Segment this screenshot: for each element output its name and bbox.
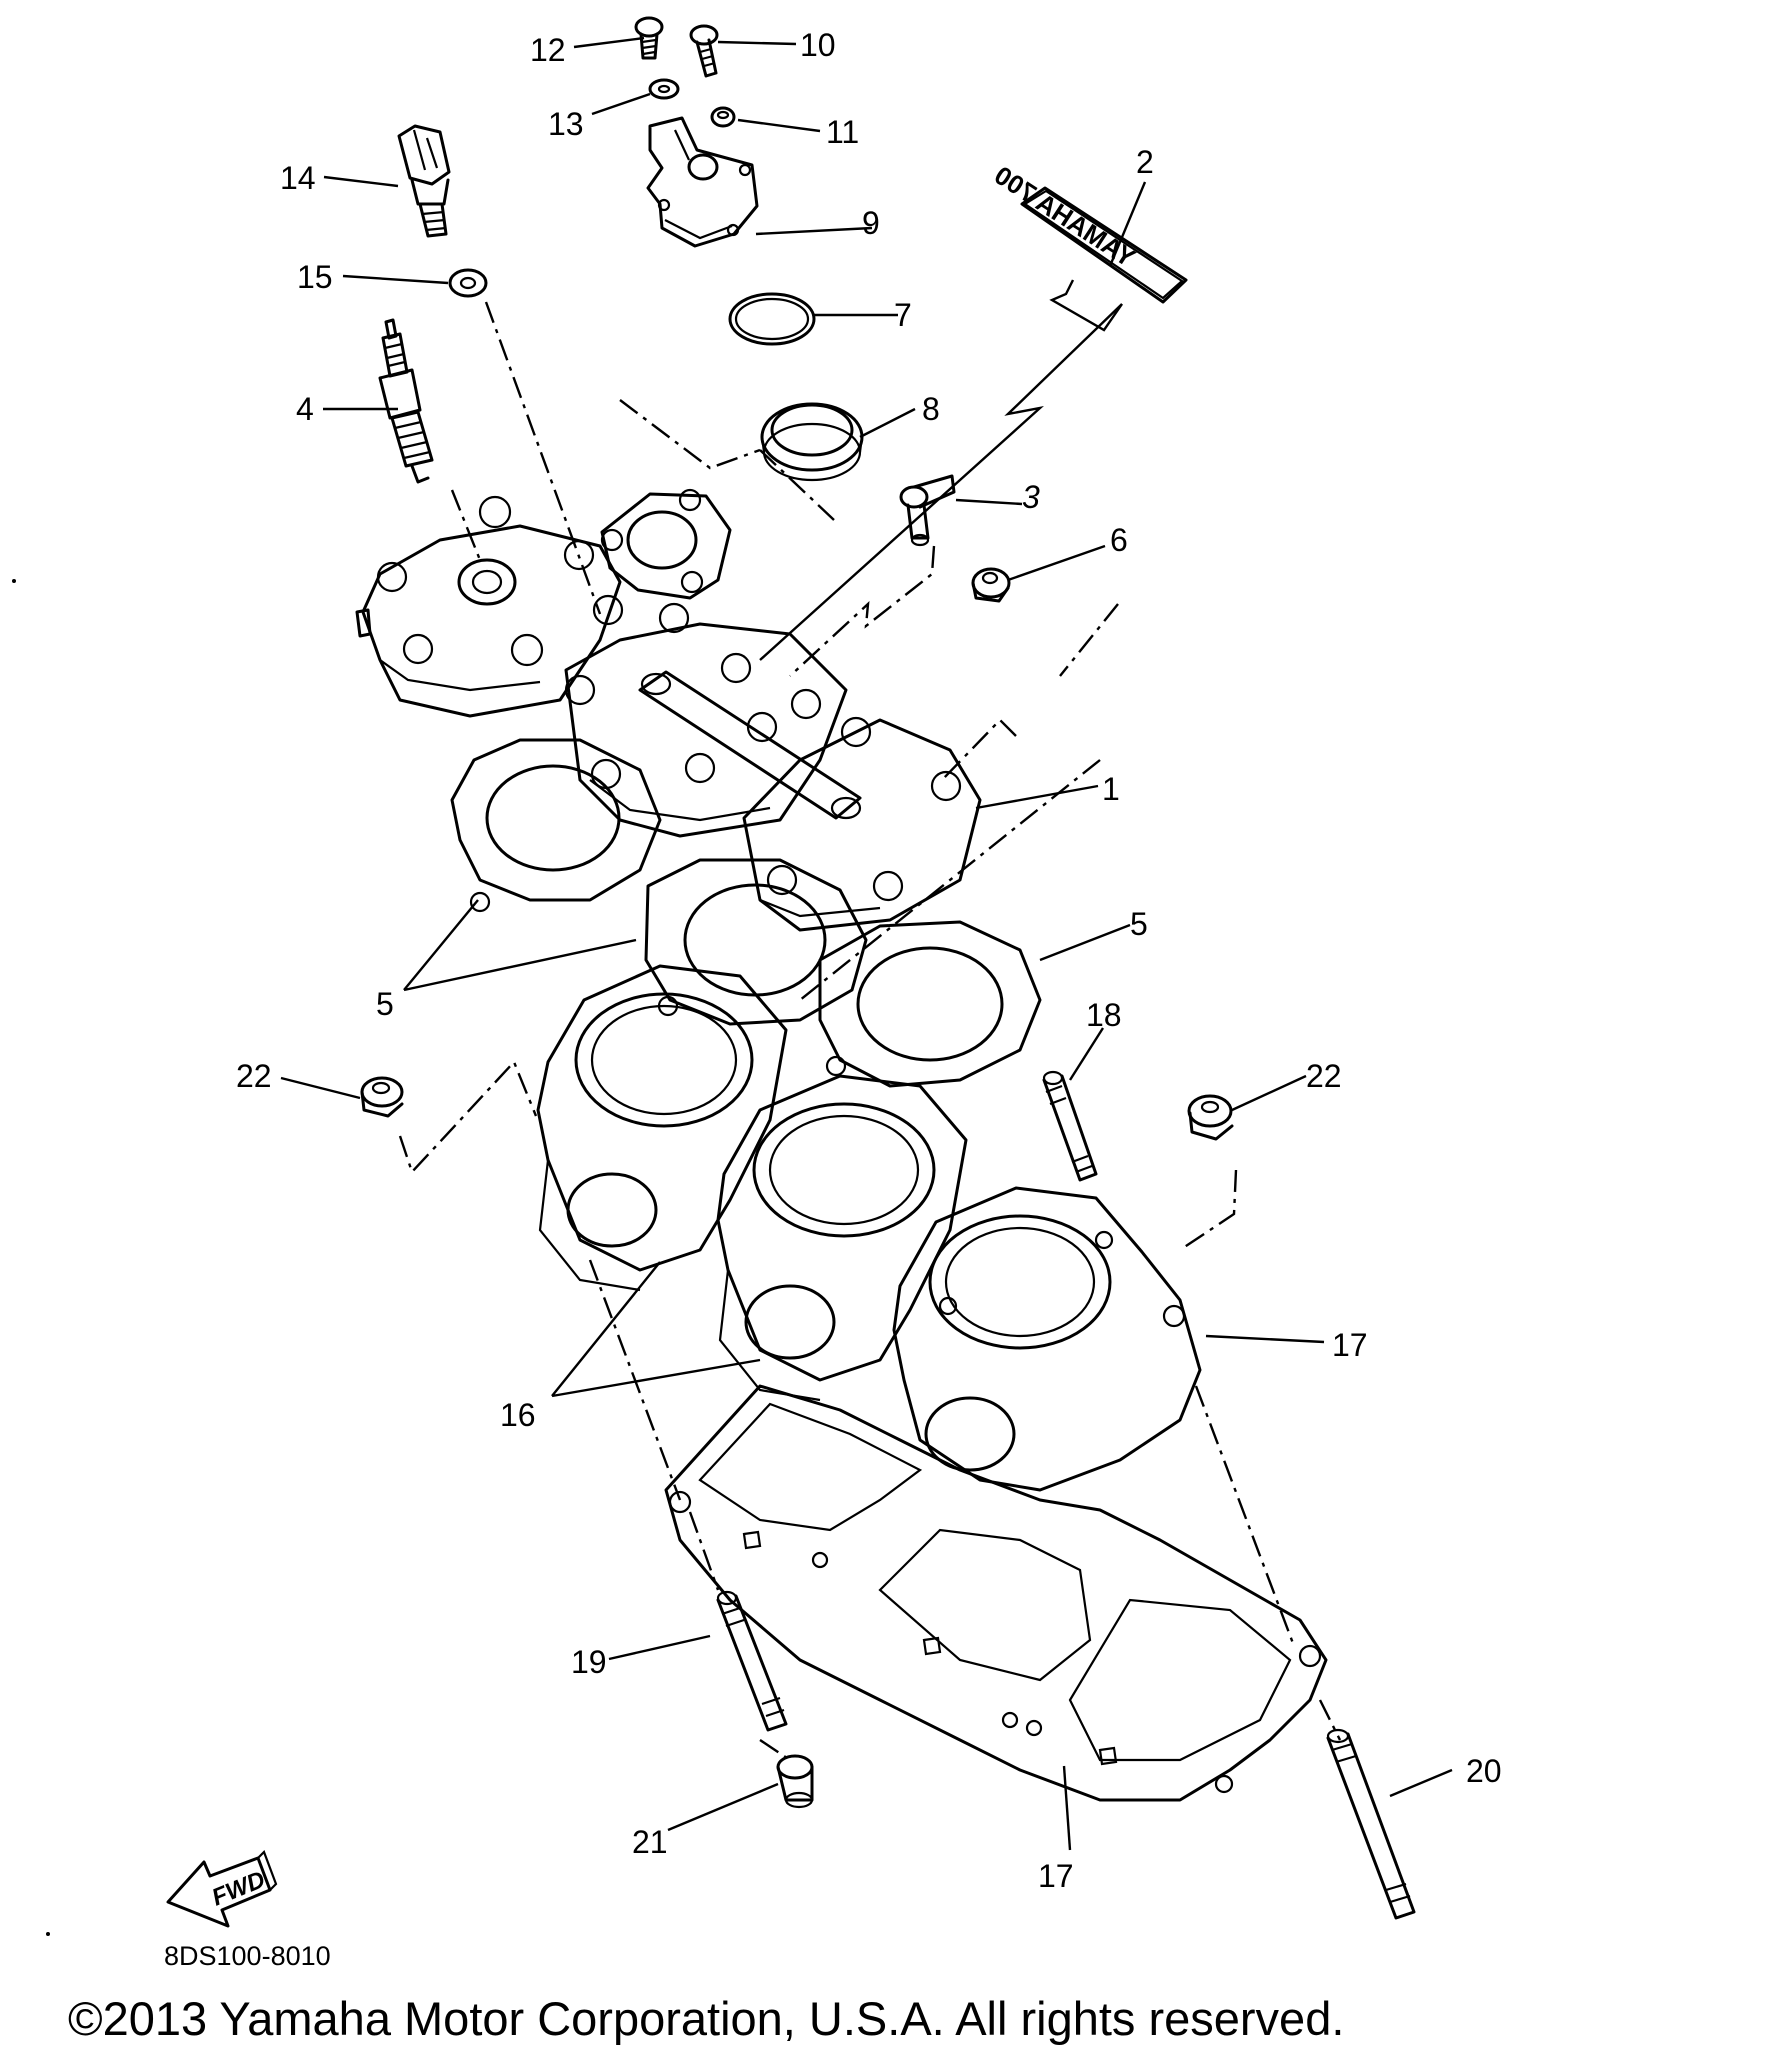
callout-7: 7	[894, 297, 912, 333]
part-1-cylinder-head[interactable]	[355, 488, 982, 932]
part-10-bolt[interactable]	[689, 24, 719, 78]
callout-17-bottom: 17	[1038, 1858, 1074, 1894]
part-21-dowel-pin[interactable]	[776, 1754, 814, 1809]
part-2-emblem-decal[interactable]: YAMAHA 700	[989, 160, 1188, 304]
part-11-nut[interactable]	[710, 106, 736, 128]
callout-13: 13	[548, 106, 584, 142]
callout-14: 14	[280, 160, 316, 196]
part-20-stud-bolt[interactable]	[1326, 1728, 1416, 1920]
callout-22-right: 22	[1306, 1058, 1342, 1094]
part-13-washer[interactable]	[648, 78, 680, 100]
callout-19: 19	[571, 1644, 607, 1680]
callout-2: 2	[1136, 144, 1154, 180]
callout-17-right: 17	[1332, 1327, 1368, 1363]
part-8-thermostat[interactable]	[760, 402, 864, 482]
part-16-cylinder-blocks[interactable]	[536, 964, 1202, 1492]
stray-dot	[12, 579, 16, 583]
callout-5-left: 5	[376, 986, 394, 1022]
callout-3: 3	[1022, 479, 1040, 515]
part-22-nut-left[interactable]	[360, 1076, 404, 1118]
callout-5-right: 5	[1130, 906, 1148, 942]
callout-numbers: 12 10 13 11 9 2 14 15 7 8 4 3 6 1 5 5 18…	[236, 27, 1502, 1894]
stray-dot	[46, 1932, 50, 1936]
callout-18: 18	[1086, 997, 1122, 1033]
part-6-nut[interactable]	[971, 567, 1011, 603]
part-4-spark-plug[interactable]	[378, 318, 434, 484]
callout-22-left: 22	[236, 1058, 272, 1094]
callout-8: 8	[922, 391, 940, 427]
callout-16: 16	[500, 1397, 536, 1433]
callout-12: 12	[530, 32, 566, 68]
part-9-thermostat-cover[interactable]	[646, 116, 759, 248]
copyright-notice: ©2013 Yamaha Motor Corporation, U.S.A. A…	[68, 1992, 1345, 2045]
part-12-bolt[interactable]	[634, 16, 664, 60]
callout-15: 15	[297, 259, 333, 295]
part-22-nut-right[interactable]	[1187, 1094, 1234, 1141]
callout-10: 10	[800, 27, 836, 63]
part-15-gasket-washer[interactable]	[448, 268, 488, 298]
diagram-code: 8DS100-8010	[164, 1941, 331, 1971]
part-7-o-ring[interactable]	[728, 292, 816, 346]
emblem-decal-text: YAMAHA 700	[989, 160, 1141, 273]
callout-11: 11	[826, 114, 859, 150]
callout-1: 1	[1102, 771, 1120, 807]
callout-21: 21	[632, 1824, 668, 1860]
assembly-lines	[398, 301, 1342, 1761]
fwd-arrow-icon: FWD	[166, 1850, 278, 1928]
callout-leaders	[280, 36, 1453, 1851]
part-18-stud-bolt[interactable]	[1042, 1070, 1098, 1182]
callout-9: 9	[862, 205, 880, 241]
callout-4: 4	[296, 391, 314, 427]
part-17-base-gasket[interactable]	[664, 1384, 1328, 1802]
callout-6: 6	[1110, 522, 1128, 558]
part-19-stud-bolt[interactable]	[716, 1590, 788, 1732]
part-14-temperature-sensor[interactable]	[397, 124, 451, 238]
callout-20: 20	[1466, 1753, 1502, 1789]
